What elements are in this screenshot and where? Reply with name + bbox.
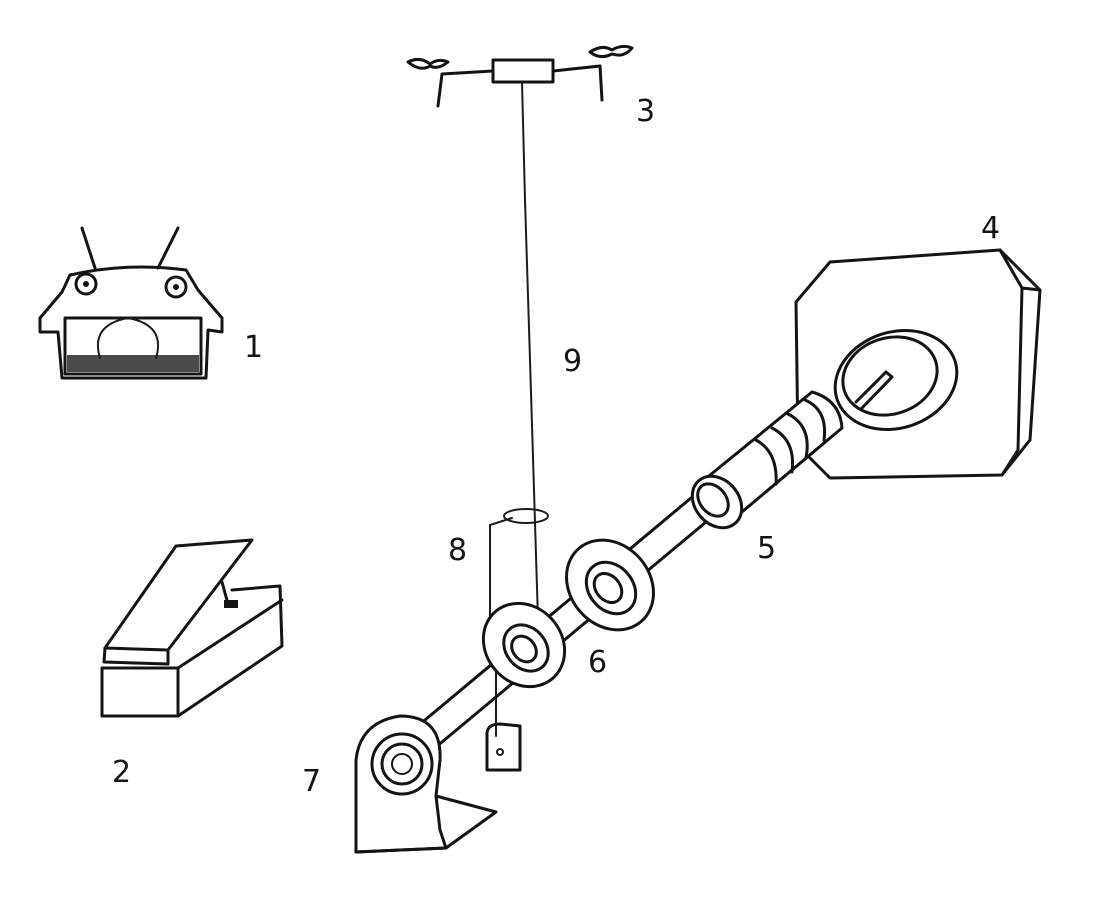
label-9: 9	[563, 344, 582, 379]
support-post	[485, 508, 549, 772]
label-6: 6	[588, 645, 607, 680]
label-8: 8	[448, 533, 467, 568]
shaft-rings	[481, 538, 655, 689]
label-4: 4	[981, 211, 1000, 246]
foot-pedal	[100, 538, 284, 718]
hub-box	[794, 248, 1042, 480]
shaft	[393, 476, 744, 754]
label-2: 2	[112, 755, 131, 790]
end-mount	[354, 714, 498, 854]
label-7: 7	[302, 764, 321, 799]
drone	[406, 44, 634, 108]
remote-controller	[38, 226, 224, 380]
label-3: 3	[636, 94, 655, 129]
motor-sleeve	[690, 390, 844, 530]
tether-line	[521, 81, 539, 621]
label-5: 5	[757, 531, 776, 566]
label-1: 1	[244, 330, 263, 365]
